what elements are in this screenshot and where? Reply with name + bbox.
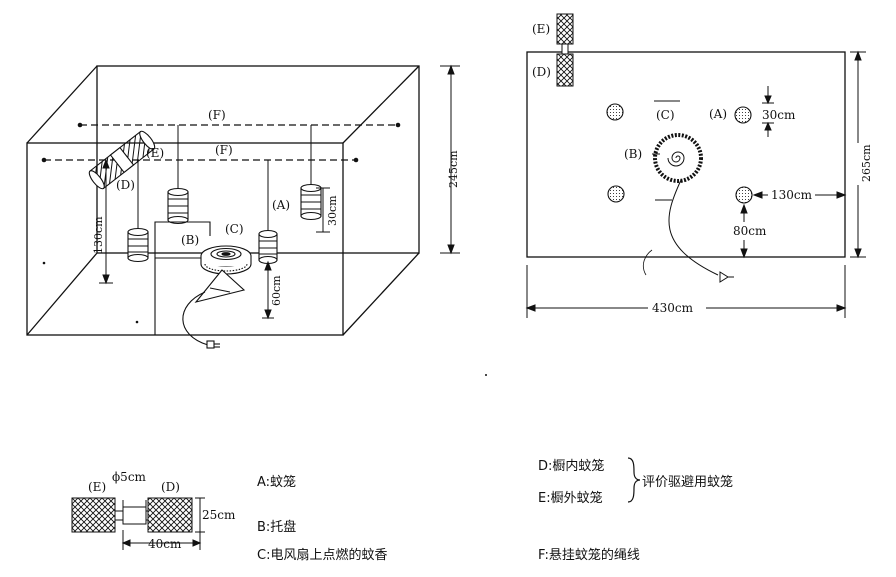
plan-cages-a — [606, 103, 753, 204]
dim-245: 245cm — [447, 150, 460, 188]
plan-label-a: (A) — [709, 107, 727, 121]
legend-a: A:蚊笼 — [257, 475, 297, 490]
legend-f: F:悬挂蚊笼的绳线 — [538, 548, 640, 563]
plan-dim-30: 30cm — [762, 108, 796, 122]
dimension-lines-perspective — [99, 64, 460, 320]
plan-dim-265: 265cm — [860, 144, 873, 182]
plan-dim-430: 430cm — [652, 301, 694, 315]
mosquito-cage-a — [127, 183, 322, 265]
tray-table — [154, 221, 211, 335]
label-c: (C) — [225, 222, 244, 236]
legend-b: B:托盘 — [257, 520, 297, 535]
detail-label-e: (E) — [88, 480, 106, 494]
dimension-lines-plan — [525, 50, 866, 318]
plan-label-e: (E) — [532, 22, 550, 36]
plan-label-c: (C) — [656, 108, 675, 122]
legend-e: E:橱外蚊笼 — [538, 491, 603, 506]
dim-60-v: 60cm — [270, 275, 283, 306]
dim-130-v: 130cm — [92, 216, 105, 254]
hanging-rope-f — [44, 124, 398, 161]
label-f-top: (F) — [208, 108, 226, 122]
label-b: (B) — [181, 233, 199, 247]
plan-room — [526, 51, 846, 258]
plan-dim-130: 130cm — [771, 188, 813, 202]
plan-dim-80: 80cm — [733, 224, 767, 238]
label-d: (D) — [116, 178, 135, 192]
label-f-mid: (F) — [215, 143, 233, 157]
plan-tray-coil — [643, 133, 734, 283]
fan-with-coil — [182, 245, 252, 349]
legend-d: D:橱内蚊笼 — [538, 459, 605, 474]
legend-de-note: 评价驱避用蚊笼 — [642, 475, 734, 490]
cage-detail — [71, 497, 205, 550]
detail-label-d: (D) — [161, 480, 180, 494]
label-a: (A) — [272, 198, 290, 212]
detail-dim-40: 40cm — [148, 537, 182, 551]
plan-label-d: (D) — [532, 65, 551, 79]
perspective-room — [26, 65, 420, 336]
legend-brace — [627, 457, 641, 503]
plan-cage-ed — [556, 13, 574, 87]
detail-dim-phi: ϕ5cm — [112, 470, 147, 484]
plan-label-b: (B) — [624, 147, 642, 161]
dim-30-v: 30cm — [326, 195, 339, 226]
legend-c: C:电风扇上点燃的蚊香 — [257, 548, 388, 563]
label-e: (E) — [146, 146, 164, 160]
detail-dim-25: 25cm — [202, 508, 236, 522]
